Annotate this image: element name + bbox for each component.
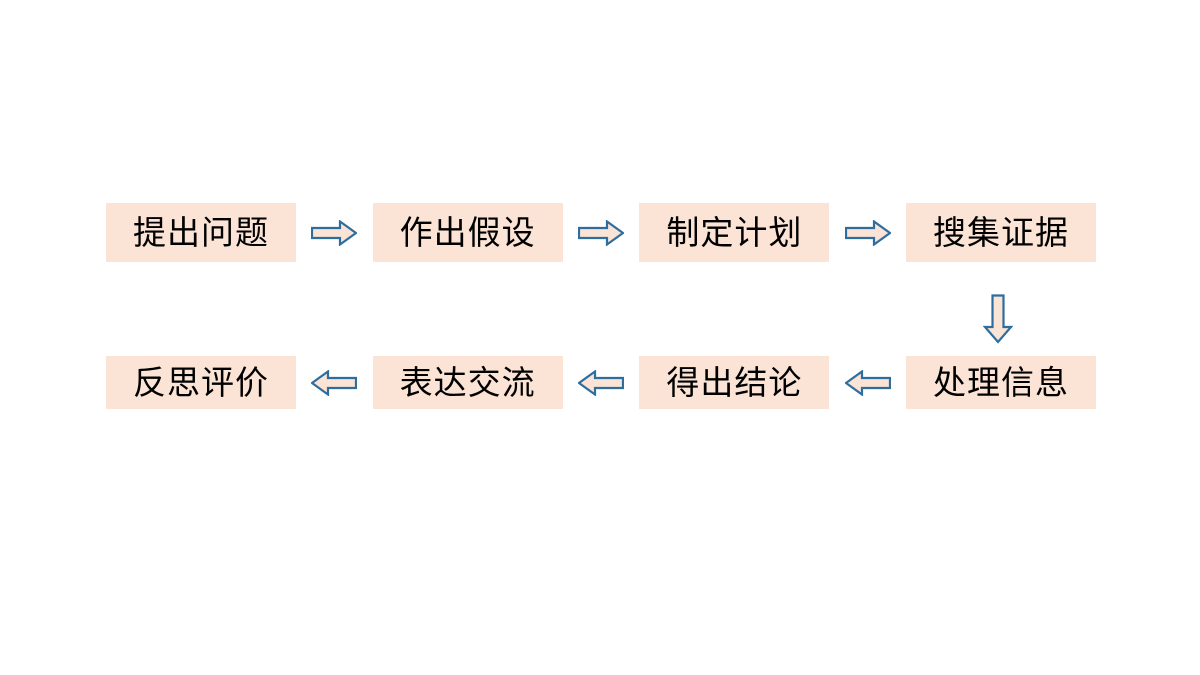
flow-node-label: 得出结论 (666, 363, 803, 402)
flow-node-label: 表达交流 (399, 363, 536, 402)
flow-node-2[interactable]: 作出假设 (372, 203, 563, 262)
connector-slot (829, 356, 906, 409)
arrow-left-icon (311, 369, 358, 396)
arrow-right-icon (311, 219, 358, 246)
flow-node-label: 制定计划 (666, 213, 803, 252)
arrow-down-icon (983, 294, 1013, 344)
arrow-right-icon (844, 219, 891, 246)
connector-slot (829, 203, 906, 262)
flow-node-3[interactable]: 制定计划 (639, 203, 830, 262)
flow-node-8[interactable]: 反思评价 (106, 356, 296, 409)
arrow-left-icon (844, 369, 891, 396)
flow-node-label: 提出问题 (133, 213, 269, 252)
flow-node-label: 作出假设 (399, 213, 536, 252)
flow-node-5[interactable]: 处理信息 (906, 356, 1097, 409)
flow-node-1[interactable]: 提出问题 (106, 203, 296, 262)
flow-row-bottom: 反思评价 表达交流 得出结论 处理信息 (106, 356, 1097, 409)
row-link-connector (975, 293, 1021, 345)
flow-node-7[interactable]: 表达交流 (372, 356, 563, 409)
connector-slot (563, 356, 640, 409)
connector-slot (296, 203, 373, 262)
flow-node-6[interactable]: 得出结论 (639, 356, 830, 409)
flow-node-label: 搜集证据 (933, 213, 1070, 252)
flow-node-label: 反思评价 (133, 363, 269, 402)
flow-node-label: 处理信息 (933, 363, 1070, 402)
arrow-left-icon (578, 369, 624, 396)
arrow-right-icon (578, 219, 624, 246)
connector-slot (296, 356, 373, 409)
flow-node-4[interactable]: 搜集证据 (906, 203, 1097, 262)
connector-slot (563, 203, 640, 262)
flow-row-top: 提出问题 作出假设 制定计划 搜集证据 (106, 203, 1097, 262)
